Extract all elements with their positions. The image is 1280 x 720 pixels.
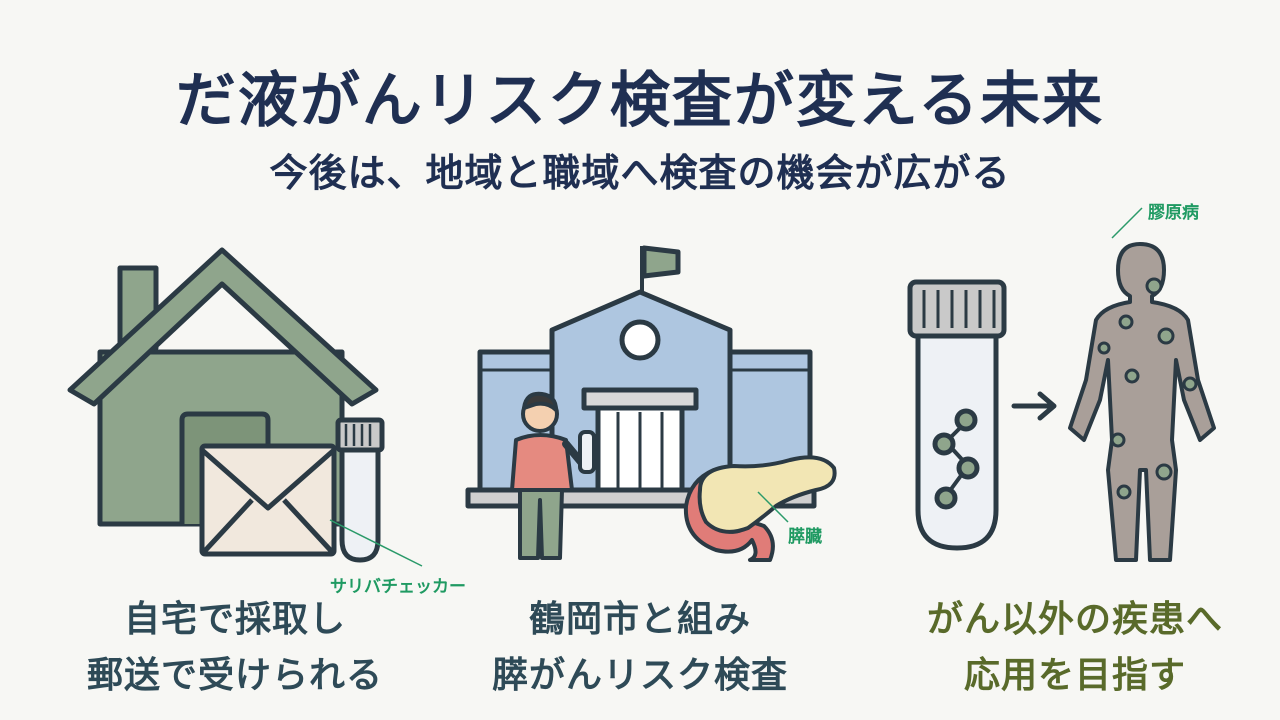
caption-line: 郵送で受けられる <box>86 655 383 696</box>
pancreas-leader-line <box>757 491 789 523</box>
body-lesion-dots <box>1097 277 1198 500</box>
caption-line: 自宅で採取し <box>123 599 346 640</box>
page-title: だ液がんリスク検査が変える未来 <box>175 66 1105 136</box>
page-subtitle: 今後は、地域と職域へ検査の機会が広がる <box>269 151 1011 195</box>
collagen-disease-leader-line <box>1111 207 1143 239</box>
test-tube-icon <box>335 417 385 563</box>
human-body-icon <box>1068 242 1216 562</box>
caption-line: 鶴岡市と組み <box>528 599 751 640</box>
person-icon <box>510 391 596 560</box>
caption-home-test: 自宅で採取し 郵送で受けられる <box>40 592 430 704</box>
pancreas-icon <box>683 455 837 562</box>
label-collagen-disease: 膠原病 <box>1148 203 1199 223</box>
caption-city-partnership: 鶴岡市と組み 膵がんリスク検査 <box>450 592 830 704</box>
label-pancreas: 膵臓 <box>788 527 822 547</box>
caption-line: がん以外の疾患へ <box>926 599 1223 640</box>
label-saliva-checker: サリバチェッカー <box>330 577 466 597</box>
saliva-checker-leader-line <box>329 519 423 567</box>
test-tube-icon <box>907 279 1007 551</box>
arrow-right-icon <box>1011 391 1057 421</box>
caption-line: 膵がんリスク検査 <box>491 655 788 696</box>
envelope-icon <box>199 443 337 557</box>
caption-line: 応用を目指す <box>963 655 1186 696</box>
caption-other-diseases: がん以外の疾患へ 応用を目指す <box>880 592 1270 704</box>
